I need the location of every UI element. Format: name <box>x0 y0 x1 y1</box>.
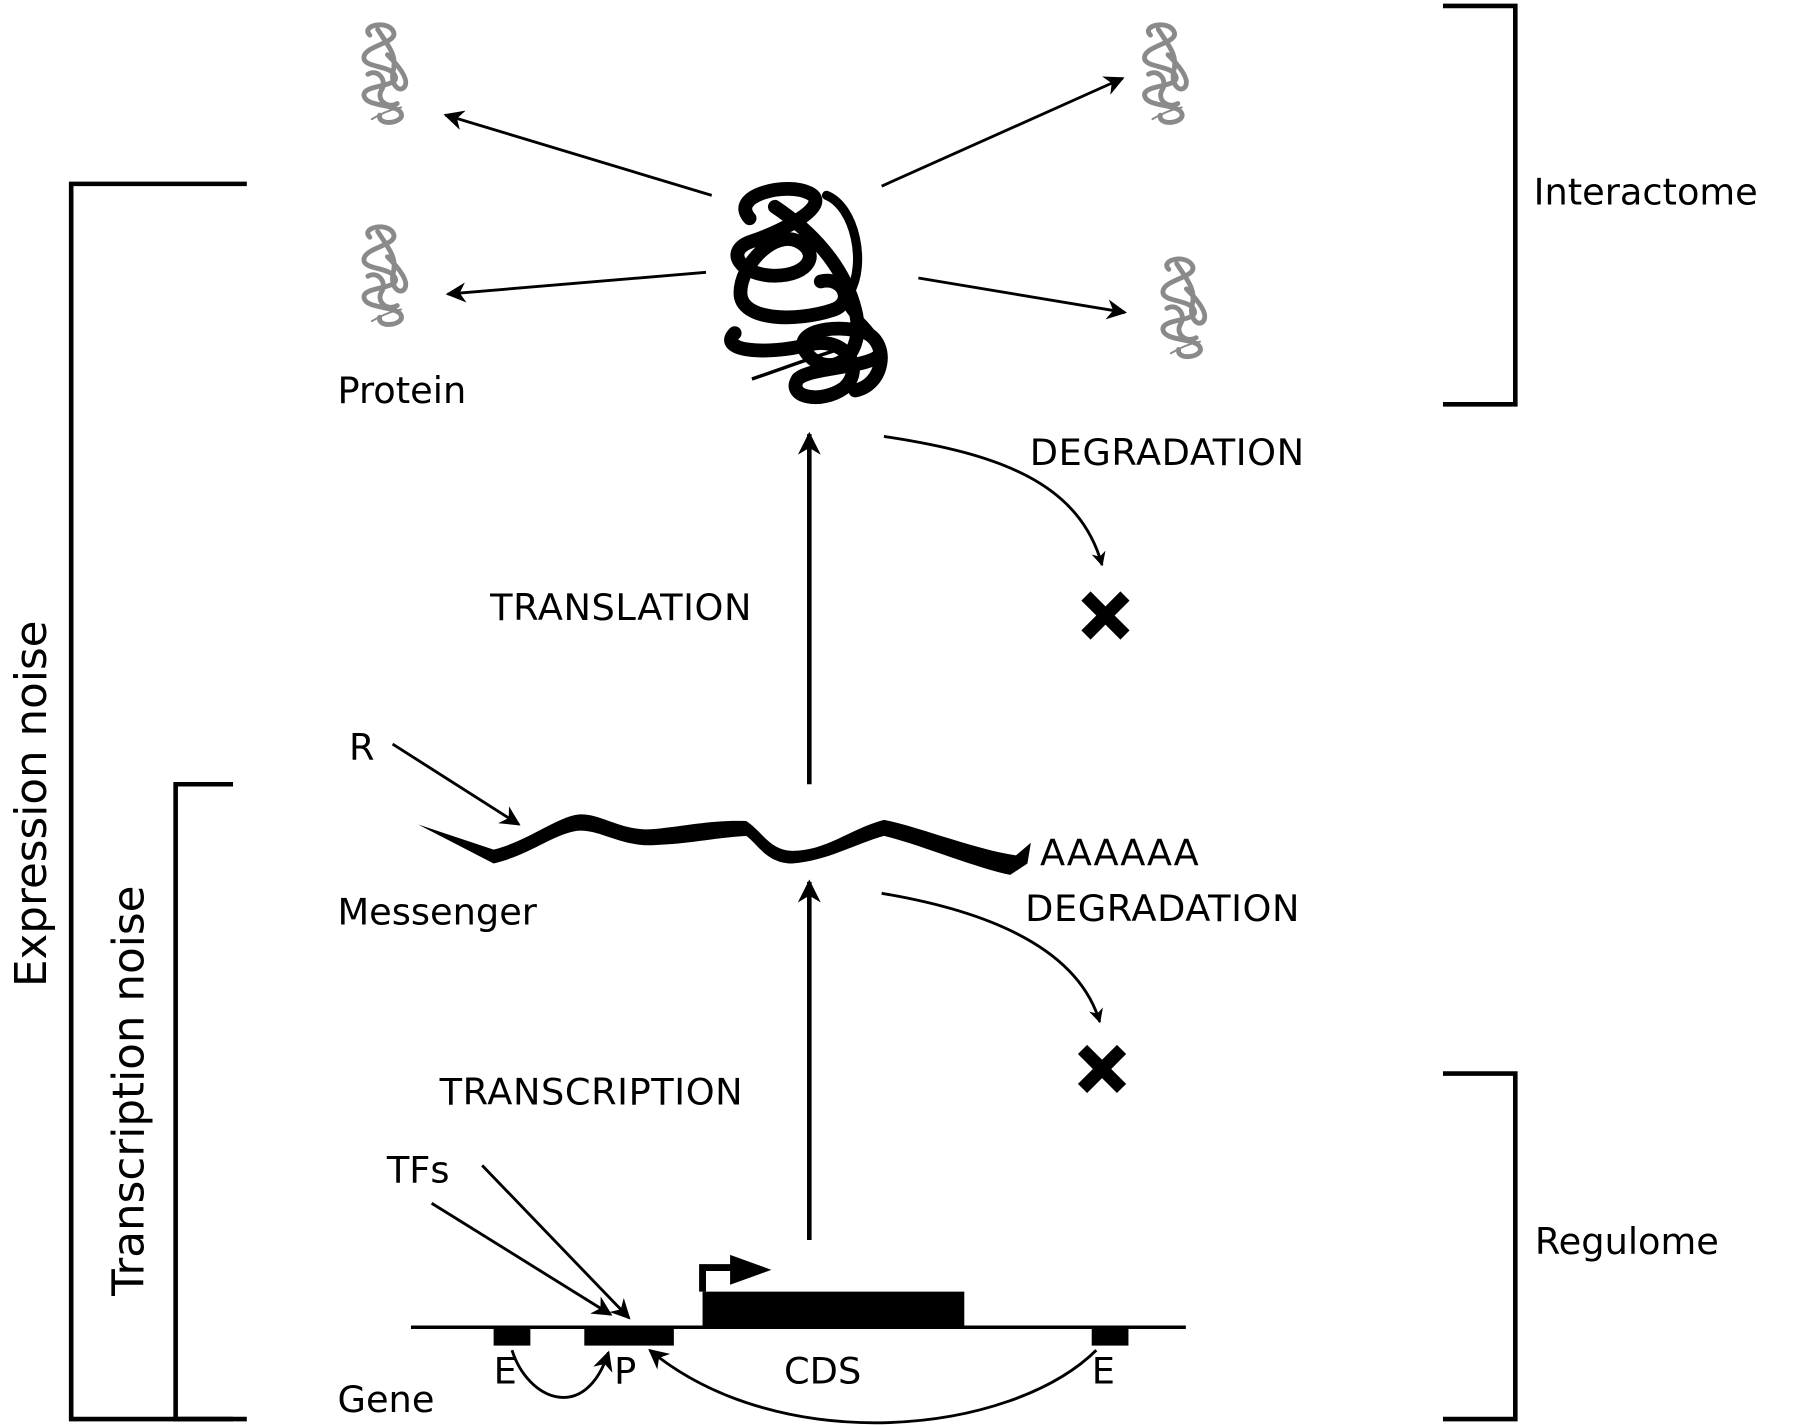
tf-arrow <box>430 1202 613 1316</box>
cds-box <box>702 1291 965 1328</box>
interaction-arrow <box>443 110 713 197</box>
protein-structure <box>724 182 888 405</box>
enhancer-left-loop-arrow <box>510 1349 613 1399</box>
interactome-bracket <box>1442 3 1518 407</box>
cds-label: CDS <box>784 1349 861 1392</box>
translation-label: TRANSLATION <box>489 586 752 629</box>
protein-degradation-label: DEGRADATION <box>1030 431 1305 474</box>
protein-icon <box>364 227 406 325</box>
interaction-arrow <box>918 276 1127 320</box>
protein-degradation-arrow <box>883 434 1106 567</box>
interaction-arrow <box>881 76 1125 188</box>
poly-a-tail-label: AAAAAA <box>1040 832 1199 875</box>
messenger-label: Messenger <box>338 890 538 933</box>
gene-label: Gene <box>338 1378 435 1421</box>
tfs-label: TFs <box>386 1149 450 1192</box>
regulome-label: Regulome <box>1535 1220 1719 1263</box>
enhancer-right-label: E <box>1092 1349 1115 1392</box>
enhancer-left-box <box>493 1327 531 1346</box>
promoter-box <box>584 1327 674 1346</box>
enhancer-left-label: E <box>494 1349 517 1392</box>
transcription-label: TRANSCRIPTION <box>439 1071 744 1114</box>
protein-icon <box>1145 25 1187 123</box>
protein-icon <box>1163 259 1205 357</box>
interaction-arrow <box>445 270 707 303</box>
ribosome-arrow <box>391 742 521 826</box>
protein-label: Protein <box>338 369 467 412</box>
promoter-label: P <box>614 1349 636 1392</box>
mrna-degradation-arrow <box>881 891 1103 1024</box>
regulome-bracket <box>1442 1071 1518 1422</box>
x-mark-icon <box>1081 591 1130 640</box>
ribosome-label: R <box>349 726 375 769</box>
transcription-start-arrow-icon <box>699 1254 772 1292</box>
tf-arrow <box>481 1164 631 1320</box>
protein-icon <box>364 25 406 123</box>
expression-noise-label: Expression noise <box>7 620 57 987</box>
enhancer-right-loop-arrow <box>648 1348 1098 1425</box>
transcription-noise-label: Transcription noise <box>104 886 154 1297</box>
x-mark-icon <box>1077 1044 1127 1094</box>
enhancer-right-box <box>1091 1327 1129 1346</box>
expression-noise-bracket <box>68 181 247 1422</box>
transcription-noise-bracket <box>173 781 234 1422</box>
messenger-rna-strand <box>417 814 1031 875</box>
interactome-label: Interactome <box>1534 171 1758 214</box>
mrna-degradation-label: DEGRADATION <box>1025 887 1300 930</box>
